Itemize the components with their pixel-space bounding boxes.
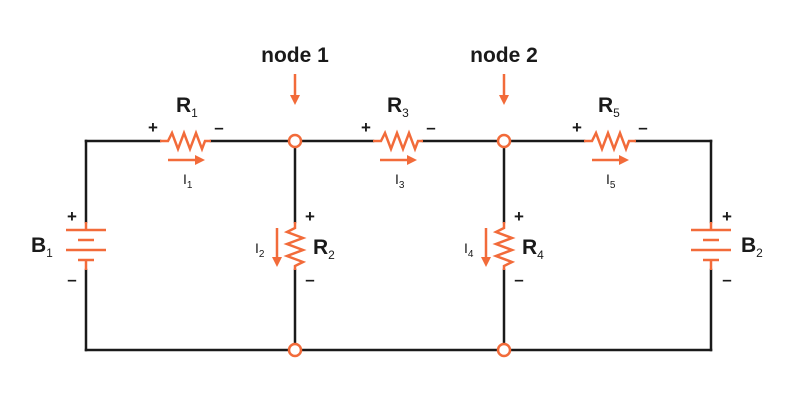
- resistor-r3: [373, 129, 423, 153]
- r1-plus-sign: +: [148, 118, 158, 137]
- current-arrows: [168, 155, 629, 267]
- resistor-r1: [160, 129, 211, 153]
- batteries: [66, 222, 731, 270]
- b2-label: B2: [741, 234, 763, 260]
- i2-label: I2: [255, 240, 265, 260]
- i4-label: I4: [464, 240, 474, 260]
- junction-node1-bottom: [287, 342, 303, 358]
- i3-label: I3: [395, 171, 405, 191]
- r3-plus-sign: +: [361, 118, 371, 137]
- r1-minus-sign: –: [214, 118, 223, 137]
- i1-label: I1: [183, 171, 193, 191]
- node2-label: node 2: [470, 44, 538, 67]
- r2-minus-sign: –: [305, 270, 314, 289]
- b2-plus-sign: +: [722, 207, 732, 226]
- junctions: [287, 133, 512, 358]
- node1-label: node 1: [261, 44, 329, 67]
- r5-label: R5: [598, 94, 620, 120]
- r4-label: R4: [522, 236, 544, 262]
- b1-plus-sign: +: [67, 207, 77, 226]
- r4-minus-sign: –: [514, 270, 523, 289]
- resistor-r4: [492, 222, 516, 270]
- junction-node1-top: [287, 133, 303, 149]
- i5-label: I5: [606, 171, 616, 191]
- resistor-r2: [283, 222, 307, 270]
- node-arrows: [290, 74, 509, 105]
- r5-plus-sign: +: [572, 118, 582, 137]
- b1-label: B1: [31, 234, 53, 260]
- r1-label: R1: [176, 94, 198, 120]
- r2-label: R2: [313, 236, 335, 262]
- r2-plus-sign: +: [305, 207, 315, 226]
- junction-node2-bottom: [496, 342, 512, 358]
- b2-minus-sign: –: [722, 270, 731, 289]
- junction-node2-top: [496, 133, 512, 149]
- resistors: [160, 129, 636, 270]
- r4-plus-sign: +: [514, 207, 524, 226]
- battery-b1: [66, 222, 106, 270]
- r3-label: R3: [387, 94, 409, 120]
- r3-minus-sign: –: [426, 118, 435, 137]
- battery-b2: [691, 222, 731, 270]
- b1-minus-sign: –: [67, 270, 76, 289]
- r5-minus-sign: –: [638, 118, 647, 137]
- resistor-r5: [584, 129, 636, 153]
